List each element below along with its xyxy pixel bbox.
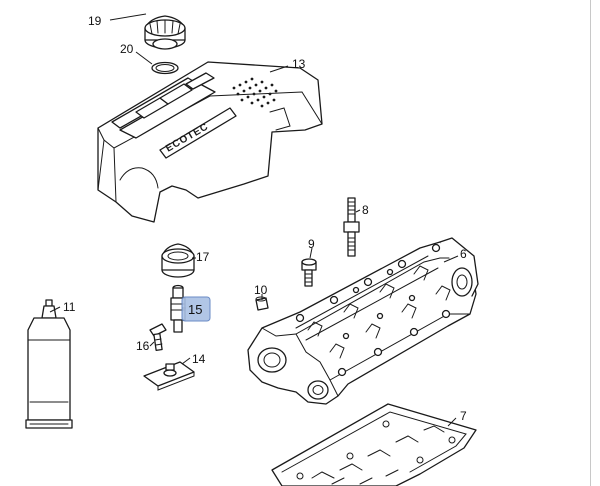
part-14-bracket[interactable]: [143, 361, 195, 391]
part-16-screw[interactable]: [149, 323, 167, 351]
callout-6[interactable]: 6: [460, 247, 467, 261]
callout-9[interactable]: 9: [308, 237, 315, 251]
part-8-stud-bolt[interactable]: [343, 197, 360, 257]
cover-grille-dots: [232, 77, 278, 108]
callout-7[interactable]: 7: [460, 409, 467, 423]
part-17-plug-cap[interactable]: [161, 243, 195, 278]
panel-edge: [590, 0, 591, 486]
callout-16[interactable]: 16: [136, 339, 150, 353]
callout-8[interactable]: 8: [362, 203, 369, 217]
callout-11[interactable]: 11: [63, 300, 76, 314]
callout-10[interactable]: 10: [254, 283, 268, 297]
part-9-bolt[interactable]: [301, 258, 317, 287]
callout-19[interactable]: 19: [88, 14, 102, 28]
part-13-engine-cover[interactable]: ECOTEC: [97, 61, 323, 223]
part-6-cam-housing[interactable]: [247, 237, 479, 405]
callout-20[interactable]: 20: [120, 42, 134, 56]
part-20-seal-ring[interactable]: [151, 61, 179, 75]
part-19-oil-cap[interactable]: [144, 15, 186, 50]
callout-17[interactable]: 17: [196, 250, 210, 264]
part-7-gasket[interactable]: [271, 403, 477, 486]
callout-13[interactable]: 13: [292, 57, 306, 71]
callout-labels: 19 20 13 8 9 6 17 10 11 15 16 14 7: [63, 14, 467, 423]
part-11-sealant-tube[interactable]: [25, 299, 73, 429]
part-10-sleeve[interactable]: [255, 296, 269, 311]
highlight-box-15[interactable]: [181, 296, 211, 322]
callout-15[interactable]: 15: [188, 302, 202, 317]
callout-14[interactable]: 14: [192, 352, 206, 366]
